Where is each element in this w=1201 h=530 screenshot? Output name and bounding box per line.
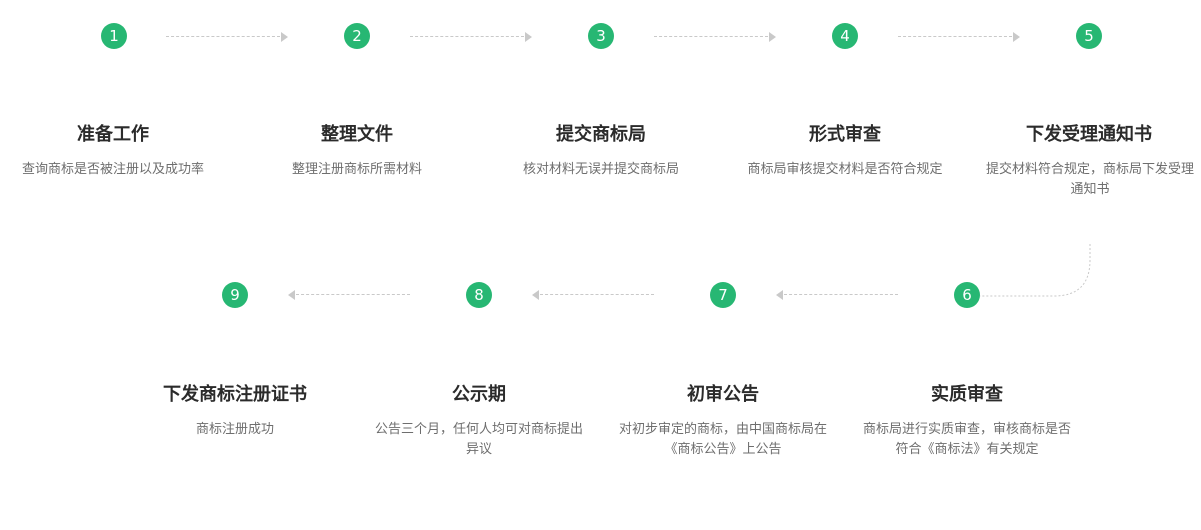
step-5-desc: 提交材料符合规定，商标局下发受理通知书: [986, 162, 1195, 197]
connector-arrow-3-4: [654, 31, 776, 43]
step-3-number: 3: [588, 23, 614, 49]
step-6-number: 6: [954, 282, 980, 308]
step-8-desc: 公告三个月，任何人均可对商标提出异议: [374, 422, 583, 457]
step-1-title: 准备工作: [77, 124, 149, 145]
connector-arrow-4-5: [898, 31, 1020, 43]
step-2-title: 整理文件: [321, 124, 393, 145]
step-4-title: 形式审查: [809, 124, 881, 145]
step-3-desc: 核对材料无误并提交商标局: [522, 162, 679, 177]
step-7-title: 初审公告: [687, 384, 759, 405]
step-3-title: 提交商标局: [556, 124, 646, 145]
step-4-desc: 商标局审核提交材料是否符合规定: [747, 162, 943, 177]
step-4-number: 4: [832, 23, 858, 49]
step-5-number: 5: [1076, 23, 1102, 49]
step-9-number: 9: [222, 282, 248, 308]
step-9-desc: 商标注册成功: [195, 422, 274, 437]
step-7-desc: 对初步审定的商标，由中国商标局在《商标公告》上公告: [618, 422, 827, 457]
connector-turn-5-6: [980, 244, 1091, 297]
connector-arrow-8-9: [288, 289, 410, 301]
step-8-title: 公示期: [452, 384, 506, 405]
connector-arrow-1-2: [166, 31, 288, 43]
step-6-title: 实质审查: [931, 384, 1003, 405]
step-8-number: 8: [466, 282, 492, 308]
step-2-desc: 整理注册商标所需材料: [291, 162, 422, 177]
step-1-number: 1: [101, 23, 127, 49]
step-1-desc: 查询商标是否被注册以及成功率: [21, 162, 204, 177]
connector-arrow-6-7: [776, 289, 898, 301]
connector-arrow-7-8: [532, 289, 654, 301]
step-2-number: 2: [344, 23, 370, 49]
connector-arrow-2-3: [410, 31, 532, 43]
step-9-title: 下发商标注册证书: [163, 384, 307, 405]
step-5-title: 下发受理通知书: [1026, 124, 1152, 145]
step-7-number: 7: [710, 282, 736, 308]
step-6-desc: 商标局进行实质审查，审核商标是否符合《商标法》有关规定: [862, 422, 1071, 457]
